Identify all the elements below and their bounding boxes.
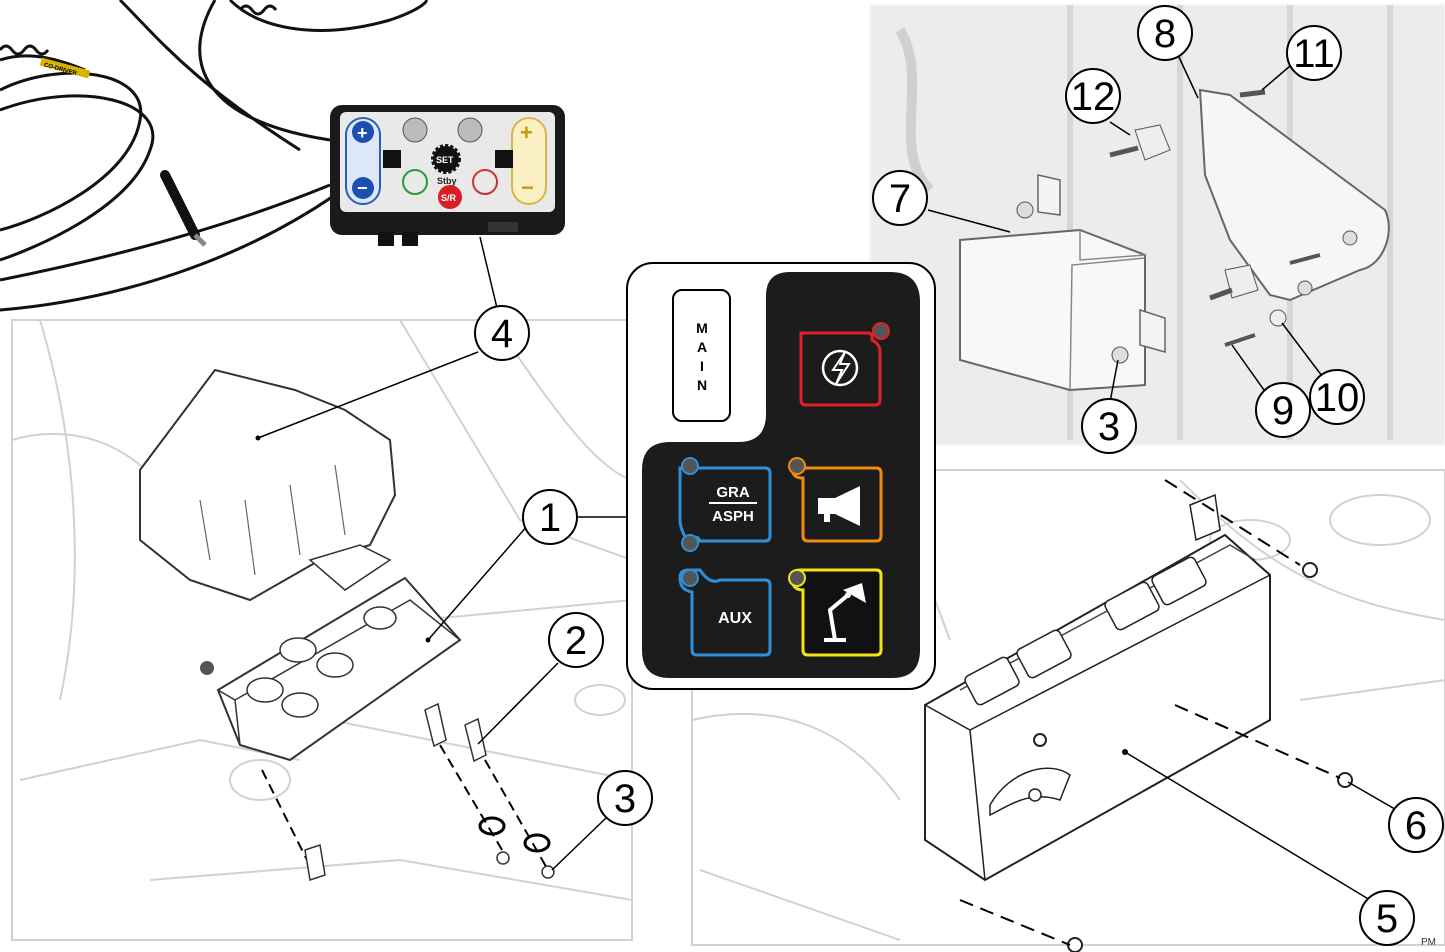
callout-11: 11 xyxy=(1286,25,1342,81)
desk-lamp-icon xyxy=(824,583,866,642)
callout-5-label: 5 xyxy=(1376,897,1398,941)
aux-button: AUX xyxy=(678,568,772,657)
callout-7: 7 xyxy=(872,170,928,226)
intercom-sr: S/R xyxy=(441,193,457,203)
ignition-button xyxy=(799,322,890,407)
callout-5: 5 xyxy=(1359,890,1415,946)
callout-10: 10 xyxy=(1309,369,1365,425)
callout-8: 8 xyxy=(1137,5,1193,61)
callouts: 1 2 3 3 4 5 6 7 xyxy=(474,5,1444,946)
intercom-set: SET xyxy=(436,155,454,165)
intercom-photo: CO-DRIVER + − + − SET Stby S/R xyxy=(0,0,565,312)
callout-12: 12 xyxy=(1065,68,1121,124)
intercom-plus-left: + xyxy=(357,123,368,143)
callout-2-label: 2 xyxy=(565,619,587,663)
main-letter-i: I xyxy=(700,358,704,374)
switch-panel: M A I N GRA ASPH xyxy=(578,262,936,690)
asph-label: ASPH xyxy=(712,508,754,525)
callout-2: 2 xyxy=(548,612,604,668)
mount-parts-left xyxy=(139,351,607,881)
callout-6-label: 6 xyxy=(1405,804,1427,848)
intercom-minus-left: − xyxy=(357,178,368,198)
callout-3-left-label: 3 xyxy=(614,777,636,821)
callout-8-label: 8 xyxy=(1154,12,1176,56)
horn-button xyxy=(788,457,883,543)
callout-10-label: 10 xyxy=(1315,376,1360,420)
gra-label: GRA xyxy=(716,484,750,501)
aux-label: AUX xyxy=(718,610,752,627)
gravel-asphalt-button: GRA ASPH xyxy=(678,457,772,552)
intercom-stby: Stby xyxy=(437,176,457,186)
callout-4-label: 4 xyxy=(491,312,513,356)
callout-12-label: 12 xyxy=(1071,75,1116,119)
bracket-detail xyxy=(869,4,1445,446)
callout-3-left: 3 xyxy=(597,770,653,826)
callout-1-label: 1 xyxy=(539,496,561,540)
mount-parts-right xyxy=(924,479,1401,952)
callout-9: 9 xyxy=(1255,382,1311,438)
callout-7-label: 7 xyxy=(889,177,911,221)
callout-11-label: 11 xyxy=(1293,32,1335,76)
callout-4: 4 xyxy=(474,305,530,361)
intercom-plus-right: + xyxy=(520,120,533,145)
callout-9-label: 9 xyxy=(1272,389,1294,433)
main-letter-n: N xyxy=(697,377,707,393)
main-letter-a: A xyxy=(697,339,707,355)
main-letter-m: M xyxy=(696,320,708,336)
lamp-button xyxy=(788,568,883,657)
callout-6: 6 xyxy=(1388,797,1444,853)
intercom-minus-right: − xyxy=(521,175,534,200)
horn-icon xyxy=(818,486,860,526)
callout-3-right-label: 3 xyxy=(1098,405,1120,449)
main-button xyxy=(672,289,731,422)
lightning-bolt-icon xyxy=(821,349,859,387)
pm-label: PM xyxy=(1421,937,1436,948)
callout-1: 1 xyxy=(522,489,578,545)
callout-3-right: 3 xyxy=(1081,398,1137,454)
